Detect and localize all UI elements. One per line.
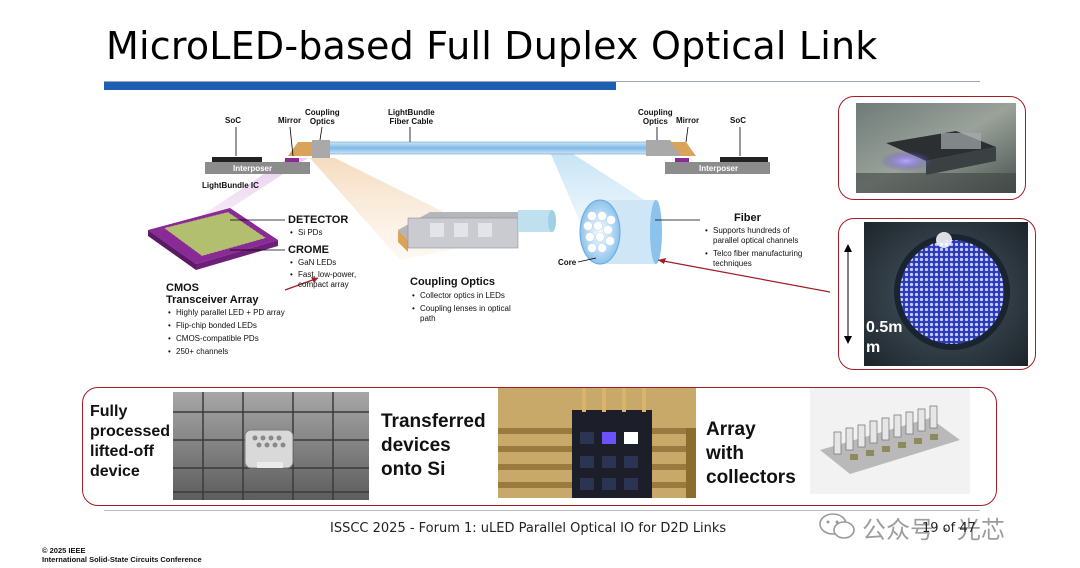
detector-bullets: Si PDs xyxy=(290,228,322,238)
fiber-bundle-cross-section xyxy=(579,199,662,265)
label-crome: CROME xyxy=(288,244,329,256)
watermark: 公众号 · 光芯 xyxy=(862,516,1005,544)
cmos-bullets: Highly parallel LED + PD array Flip-chip… xyxy=(168,308,285,357)
wechat-logo-icon xyxy=(819,513,855,539)
coupling-optics-assembly xyxy=(398,210,556,252)
label-soc-left: SoC xyxy=(225,116,241,125)
coupling-optics-bullets: Collector optics in LEDs Coupling lenses… xyxy=(412,291,522,324)
lightbundle-ic xyxy=(285,158,299,162)
process-photos-box xyxy=(82,387,997,506)
crome-bullets-2: Fast, low-power, compact array xyxy=(290,270,370,290)
transferred-devices-photo xyxy=(498,388,696,498)
footer-rule xyxy=(104,510,980,511)
interposer-right xyxy=(665,162,770,174)
mirror-right xyxy=(670,142,696,156)
array-collectors-photo xyxy=(810,388,970,494)
title-accent-bar xyxy=(104,82,616,90)
coupling-optics-left xyxy=(312,140,330,158)
label-coupling-optics: Coupling Optics xyxy=(410,276,495,288)
soc-right xyxy=(720,157,768,162)
cmos-array-grid xyxy=(163,211,267,257)
label-detector: DETECTOR xyxy=(288,214,349,226)
slide-title: MicroLED-based Full Duplex Optical Link xyxy=(106,24,878,68)
label-fiber: Fiber xyxy=(734,212,761,224)
copyright: © 2025 IEEE International Solid-State Ci… xyxy=(42,546,202,564)
footer-conference-text: ISSCC 2025 - Forum 1: uLED Parallel Opti… xyxy=(330,521,727,536)
soc-left xyxy=(212,157,262,162)
caption-array-collectors: Array with collectors xyxy=(706,419,796,488)
link-schematic xyxy=(148,126,831,293)
page-number: 19 of 47 xyxy=(922,521,976,536)
lightbundle-ic-right xyxy=(675,158,689,162)
label-core: Core xyxy=(558,258,577,267)
assembly-photo xyxy=(856,103,1016,193)
interposer-left xyxy=(205,162,310,174)
fiber-bullets: Supports hundreds of parallel optical ch… xyxy=(705,226,813,269)
fiber-face-photo xyxy=(864,222,1028,366)
label-mirror-left: Mirror xyxy=(278,116,302,125)
caption-transferred-devices: Transferred devices onto Si xyxy=(381,411,486,480)
caption-lifted-off-device: Fully processed lifted-off device xyxy=(90,403,171,480)
scale-arrow xyxy=(844,244,852,344)
crome-bullets: GaN LEDs xyxy=(290,258,336,268)
label-interposer-right: Interposer xyxy=(699,164,739,173)
label-interposer-left: Interposer xyxy=(233,164,273,173)
sem-lifted-off-device xyxy=(173,392,369,500)
label-mirror-right: Mirror xyxy=(676,116,700,125)
coupling-optics-right xyxy=(646,140,685,156)
label-lightbundle-ic: LightBundle IC xyxy=(202,181,259,190)
label-soc-right: SoC xyxy=(730,116,746,125)
title-rule xyxy=(104,81,980,82)
fiber-cable xyxy=(327,141,649,155)
